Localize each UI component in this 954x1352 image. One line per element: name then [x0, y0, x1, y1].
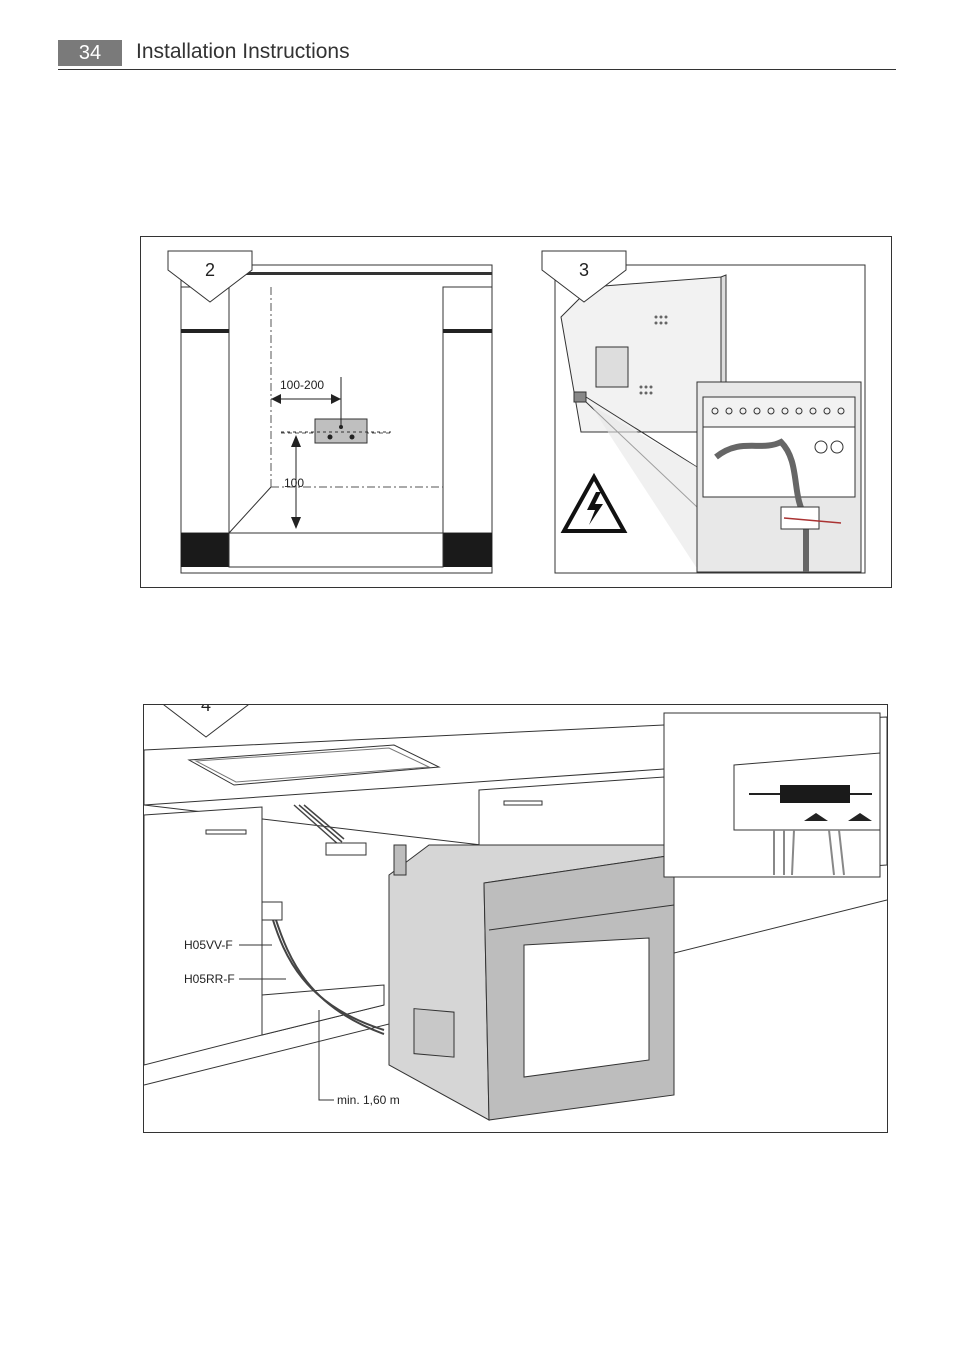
step-2-illustration: 100-200 100	[180, 264, 493, 574]
step-2-number: 2	[204, 260, 215, 280]
step-4-badge: 4	[163, 704, 249, 738]
step-4-number: 4	[200, 704, 211, 715]
step-3-badge: 3	[541, 250, 627, 303]
cable-min-length-label: min. 1,60 m	[337, 1093, 400, 1107]
header-rule	[58, 69, 896, 70]
step-3-number: 3	[578, 260, 589, 280]
dimension-label-width: 100-200	[280, 378, 324, 392]
figure-steps-2-3: 100-200 100	[140, 236, 892, 588]
electric-hazard-icon	[560, 472, 628, 533]
page-number: 34	[58, 40, 122, 66]
figure-4-drawing: H05VV-F H05RR-F min. 1,60 m	[144, 712, 887, 1121]
step-2-badge: 2	[167, 250, 253, 303]
step-3-illustration	[554, 264, 866, 574]
figure-step-4: H05VV-F H05RR-F min. 1,60 m 4	[143, 704, 888, 1133]
cable-label-h05vv-f: H05VV-F	[184, 938, 233, 952]
figure-2-3-drawing: 100-200 100	[180, 264, 866, 574]
dimension-label-height: 100	[284, 476, 304, 490]
cable-label-h05rr-f: H05RR-F	[184, 972, 235, 986]
page-title: Installation Instructions	[136, 40, 350, 63]
